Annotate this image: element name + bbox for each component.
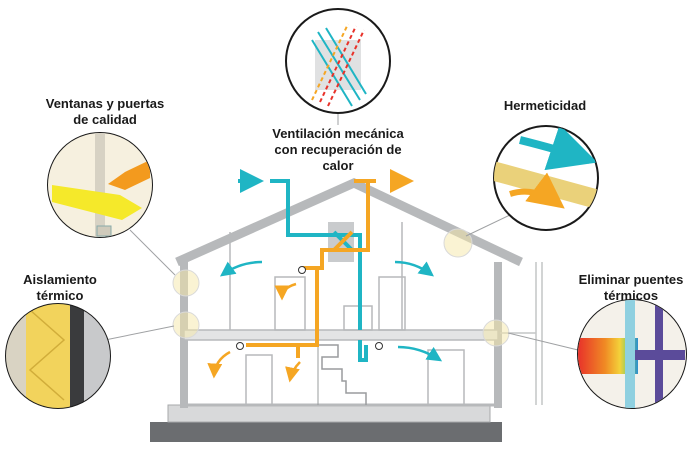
leader-lines [104, 113, 579, 351]
airtight-seal-icon [493, 125, 599, 231]
ground-slab [150, 404, 502, 442]
insulation-layer-icon [5, 303, 111, 409]
warm-air-duct [246, 169, 414, 358]
airflow-arrows [207, 260, 443, 383]
vent-outlets [236, 266, 383, 350]
window-frame-icon [47, 132, 153, 238]
label-thermal-bridges: Eliminar puentes térmicos [578, 272, 684, 303]
house-structure [175, 178, 523, 408]
label-ventilation: Ventilación mecánica con recuperación de… [272, 126, 404, 173]
label-windows: Ventanas y puertas de calidad [45, 96, 165, 127]
thermal-bridge-icon [577, 299, 687, 409]
label-insulation: Aislamiento térmico [23, 272, 97, 303]
ventilation-unit-icon [285, 8, 391, 114]
label-airtightness: Hermeticidad [503, 98, 587, 113]
